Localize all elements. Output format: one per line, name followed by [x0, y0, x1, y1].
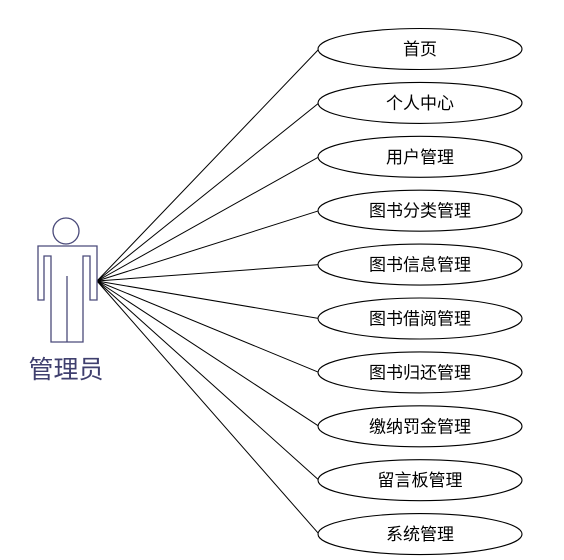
- association-line: [96, 156, 320, 282]
- use-case-ellipse: [317, 351, 523, 394]
- association-line: [96, 280, 320, 481]
- association-line: [96, 210, 320, 282]
- association-line: [96, 280, 320, 427]
- association-line: [96, 48, 320, 282]
- use-case-label: 缴纳罚金管理: [369, 417, 471, 437]
- use-case-ellipse: [317, 405, 523, 448]
- use-case: 图书借阅管理: [317, 297, 523, 340]
- use-case-label: 用户管理: [386, 148, 454, 168]
- use-case: 系统管理: [317, 513, 523, 556]
- use-case: 个人中心: [317, 81, 523, 124]
- use-case-label: 系统管理: [386, 525, 454, 545]
- use-case-ellipse: [317, 135, 523, 178]
- use-case-ellipse: [317, 513, 523, 556]
- use-case-label: 图书分类管理: [369, 202, 471, 222]
- use-case-label: 个人中心: [386, 94, 454, 114]
- association-line: [96, 102, 320, 282]
- use-case-label: 图书信息管理: [369, 256, 471, 276]
- use-case-ellipse: [317, 297, 523, 340]
- use-case-ellipse: [317, 27, 523, 71]
- association-line: [96, 280, 320, 535]
- use-case: 图书分类管理: [317, 189, 523, 232]
- use-case: 缴纳罚金管理: [317, 405, 523, 448]
- use-case: 图书信息管理: [317, 243, 523, 286]
- use-case-ellipse: [317, 189, 523, 232]
- association-line: [96, 264, 320, 282]
- use-cases: 首页个人中心用户管理图书分类管理图书信息管理图书借阅管理图书归还管理缴纳罚金管理…: [317, 27, 523, 556]
- use-case: 留言板管理: [317, 459, 523, 502]
- actor-head: [52, 217, 80, 245]
- association-lines: [96, 48, 320, 535]
- actor: 管理员: [28, 217, 104, 384]
- actor-label: 管理员: [28, 355, 103, 384]
- use-case-label: 图书归还管理: [369, 363, 471, 383]
- use-case-label: 首页: [403, 40, 437, 60]
- use-case: 用户管理: [317, 135, 523, 178]
- use-case-ellipse: [317, 459, 523, 502]
- use-case: 首页: [317, 27, 523, 71]
- association-line: [96, 280, 320, 373]
- use-case-label: 留言板管理: [378, 471, 463, 491]
- use-case-label: 图书借阅管理: [369, 310, 471, 330]
- actor-body: [37, 245, 98, 343]
- use-case-ellipse: [317, 243, 523, 286]
- use-case-ellipse: [317, 81, 523, 124]
- use-case: 图书归还管理: [317, 351, 523, 394]
- association-line: [96, 280, 320, 319]
